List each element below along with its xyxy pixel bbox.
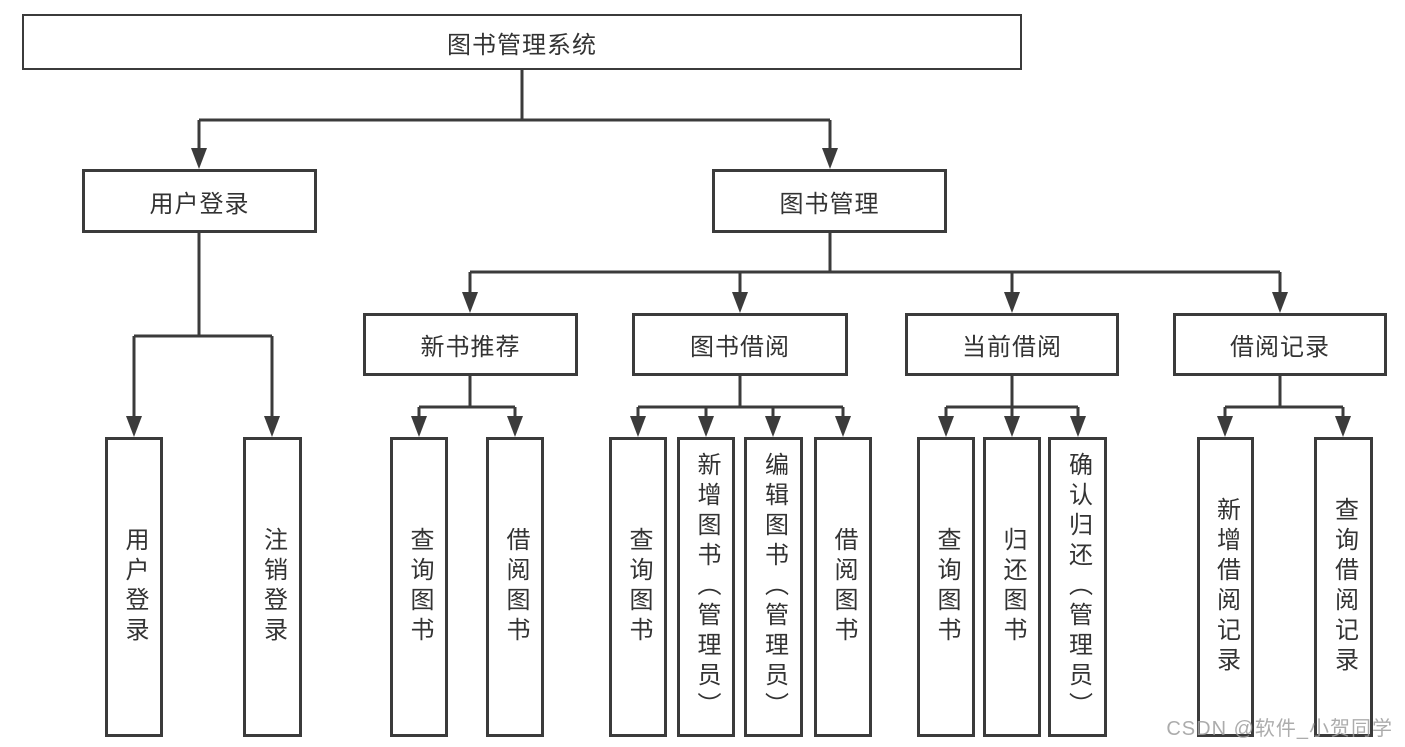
node-label: 注销登录: [259, 527, 287, 647]
node-borrow-records: 借阅记录: [1173, 313, 1387, 376]
node-label: 查询图书: [625, 527, 652, 647]
node-query-books-2: 查询图书: [609, 437, 667, 737]
node-label: 用户登录: [149, 190, 250, 218]
node-label: 查询图书: [933, 527, 960, 647]
node-label: 新书推荐: [420, 334, 521, 361]
node-borrow-books-2: 借阅图书: [814, 437, 872, 737]
node-borrow-books-1: 借阅图书: [486, 437, 544, 737]
node-label: 编辑图书（管理员）: [760, 452, 788, 722]
csdn-watermark: CSDN @软件_小贺同学: [1166, 718, 1393, 740]
node-label: 借阅图书: [502, 527, 529, 647]
node-label: 新增借阅记录: [1212, 497, 1240, 677]
node-logout: 注销登录: [243, 437, 302, 737]
node-label: 当前借阅: [962, 334, 1062, 361]
node-add-borrow-record: 新增借阅记录: [1197, 437, 1254, 737]
node-label: 查询借阅记录: [1330, 497, 1358, 677]
node-book-borrowing: 图书借阅: [632, 313, 848, 376]
node-edit-books-admin: 编辑图书（管理员）: [744, 437, 803, 737]
node-current-borrowing: 当前借阅: [905, 313, 1119, 376]
node-label: 新增图书（管理员）: [693, 452, 720, 722]
node-label: 用户登录: [121, 527, 148, 647]
node-library-system: 图书管理系统: [22, 14, 1022, 70]
node-book-management: 图书管理: [712, 169, 947, 233]
node-new-book-recommend: 新书推荐: [363, 313, 578, 376]
node-return-books: 归还图书: [983, 437, 1041, 737]
node-label: 图书管理系统: [447, 31, 597, 59]
node-query-books-3: 查询图书: [917, 437, 975, 737]
node-user-login: 用户登录: [82, 169, 317, 233]
node-label: 查询图书: [406, 527, 433, 647]
node-label: 图书借阅: [690, 334, 790, 361]
node-label: 归还图书: [999, 527, 1026, 647]
node-login: 用户登录: [105, 437, 163, 737]
arrowheads: [126, 148, 1351, 437]
node-label: 借阅图书: [830, 527, 857, 647]
node-add-books-admin: 新增图书（管理员）: [677, 437, 735, 737]
node-label: 借阅记录: [1230, 334, 1330, 361]
node-confirm-return-admin: 确认归还（管理员）: [1048, 437, 1107, 737]
node-query-borrow-record: 查询借阅记录: [1314, 437, 1373, 737]
node-label: 图书管理: [779, 190, 880, 218]
node-query-books-1: 查询图书: [390, 437, 448, 737]
node-label: 确认归还（管理员）: [1064, 452, 1092, 722]
